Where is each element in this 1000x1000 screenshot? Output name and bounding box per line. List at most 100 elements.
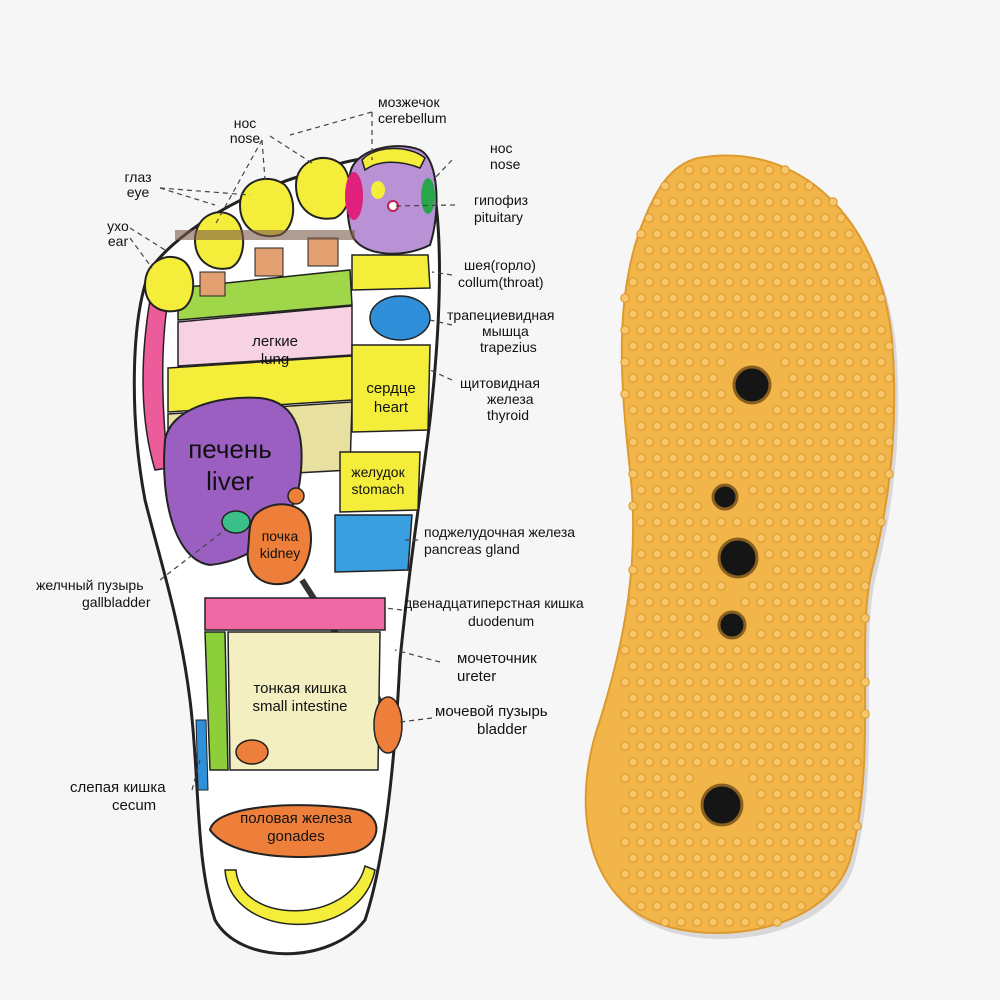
insole-nub: [764, 645, 774, 655]
insole-nub: [844, 773, 854, 783]
insole-nub: [684, 293, 694, 303]
insole-nub: [636, 229, 646, 239]
insole-nub: [748, 709, 758, 719]
insole-nub: [756, 757, 766, 767]
insole-nub: [660, 501, 670, 511]
label-eye-ru: глаз: [124, 169, 151, 185]
insole-nub: [764, 453, 774, 463]
insole-nub: [748, 581, 758, 591]
insole-nub: [620, 293, 630, 303]
insole-nub: [828, 805, 838, 815]
insole-nub: [724, 213, 734, 223]
insole-nub: [692, 725, 702, 735]
insole-nub: [660, 789, 670, 799]
insole-nub: [836, 341, 846, 351]
insole-nub: [860, 485, 870, 495]
insole-nub: [636, 677, 646, 687]
insole-nub: [732, 325, 742, 335]
insole-nub: [700, 197, 710, 207]
insole-nub: [780, 773, 790, 783]
insole-nub: [828, 741, 838, 751]
insole-nub: [868, 501, 878, 511]
insole-nub: [660, 693, 670, 703]
insole-nub: [716, 293, 726, 303]
insole-nub: [732, 517, 742, 527]
insole-nub: [732, 229, 742, 239]
insole-nub: [620, 741, 630, 751]
insole-nub: [724, 469, 734, 479]
zone-label-liver-ru: печень: [188, 434, 272, 464]
insole-nub: [636, 389, 646, 399]
insole-nub: [852, 469, 862, 479]
insole-nub: [668, 229, 678, 239]
insole-nub: [652, 773, 662, 783]
insole-nub: [628, 757, 638, 767]
zone-trapezius-blue: [369, 295, 431, 341]
insole-nub: [708, 533, 718, 543]
insole-nub: [748, 421, 758, 431]
insole-nub: [620, 709, 630, 719]
insole-nub: [796, 677, 806, 687]
toe-second: [294, 156, 352, 220]
insole-nub: [804, 373, 814, 383]
zone-gallbladder: [221, 510, 251, 534]
insole-nub: [772, 821, 782, 831]
insole-nub: [740, 693, 750, 703]
insole-nub: [676, 277, 686, 287]
insole-nub: [692, 917, 702, 927]
insole-nub: [852, 501, 862, 511]
insole-nub: [676, 853, 686, 863]
insole-nub: [692, 341, 702, 351]
insole-nub: [836, 277, 846, 287]
insole-nub: [828, 357, 838, 367]
insole-nub: [884, 373, 894, 383]
insole-nub: [628, 597, 638, 607]
insole-nub: [620, 773, 630, 783]
insole-nub: [748, 773, 758, 783]
insole-nub: [732, 741, 742, 751]
label-nose-left-en: nose: [230, 130, 261, 146]
insole-nub: [836, 661, 846, 671]
insole-nub: [660, 885, 670, 895]
insole-nub: [820, 309, 830, 319]
insole-nub: [756, 501, 766, 511]
insole-nub: [652, 549, 662, 559]
insole-nub: [748, 869, 758, 879]
insole-nub: [764, 901, 774, 911]
insole-nub: [844, 453, 854, 463]
insole-nub: [700, 869, 710, 879]
insole-nub: [860, 293, 870, 303]
insole-nub: [668, 517, 678, 527]
insole-nub: [844, 837, 854, 847]
insole-nub: [780, 261, 790, 271]
label-throat-ru: шея(горло): [464, 257, 536, 273]
insole-nub: [828, 453, 838, 463]
insole-nub: [852, 565, 862, 575]
insole-nub: [780, 453, 790, 463]
insole-nub: [668, 357, 678, 367]
insole-nub: [764, 869, 774, 879]
insole-nub: [628, 821, 638, 831]
insole-nub: [660, 853, 670, 863]
insole-nub: [692, 245, 702, 255]
insole-nub: [660, 437, 670, 447]
insole-nub: [692, 373, 702, 383]
insole-nub: [636, 741, 646, 751]
insole-nub: [756, 181, 766, 191]
zone-label-heart-ru: сердце: [366, 380, 415, 397]
insole-nub: [700, 165, 710, 175]
insole-nub: [676, 245, 686, 255]
insole-nub: [788, 501, 798, 511]
insole-nub: [844, 549, 854, 559]
insole-nub: [788, 629, 798, 639]
zone-pancreas: [334, 514, 413, 573]
magnetic-insole: [584, 154, 899, 939]
insole-nub: [708, 917, 718, 927]
insole-nub: [676, 565, 686, 575]
insole-nub: [796, 517, 806, 527]
magnet-1: [732, 365, 772, 405]
insole-nub: [876, 517, 886, 527]
insole-nub: [860, 261, 870, 271]
toe-fourth: [193, 211, 245, 270]
